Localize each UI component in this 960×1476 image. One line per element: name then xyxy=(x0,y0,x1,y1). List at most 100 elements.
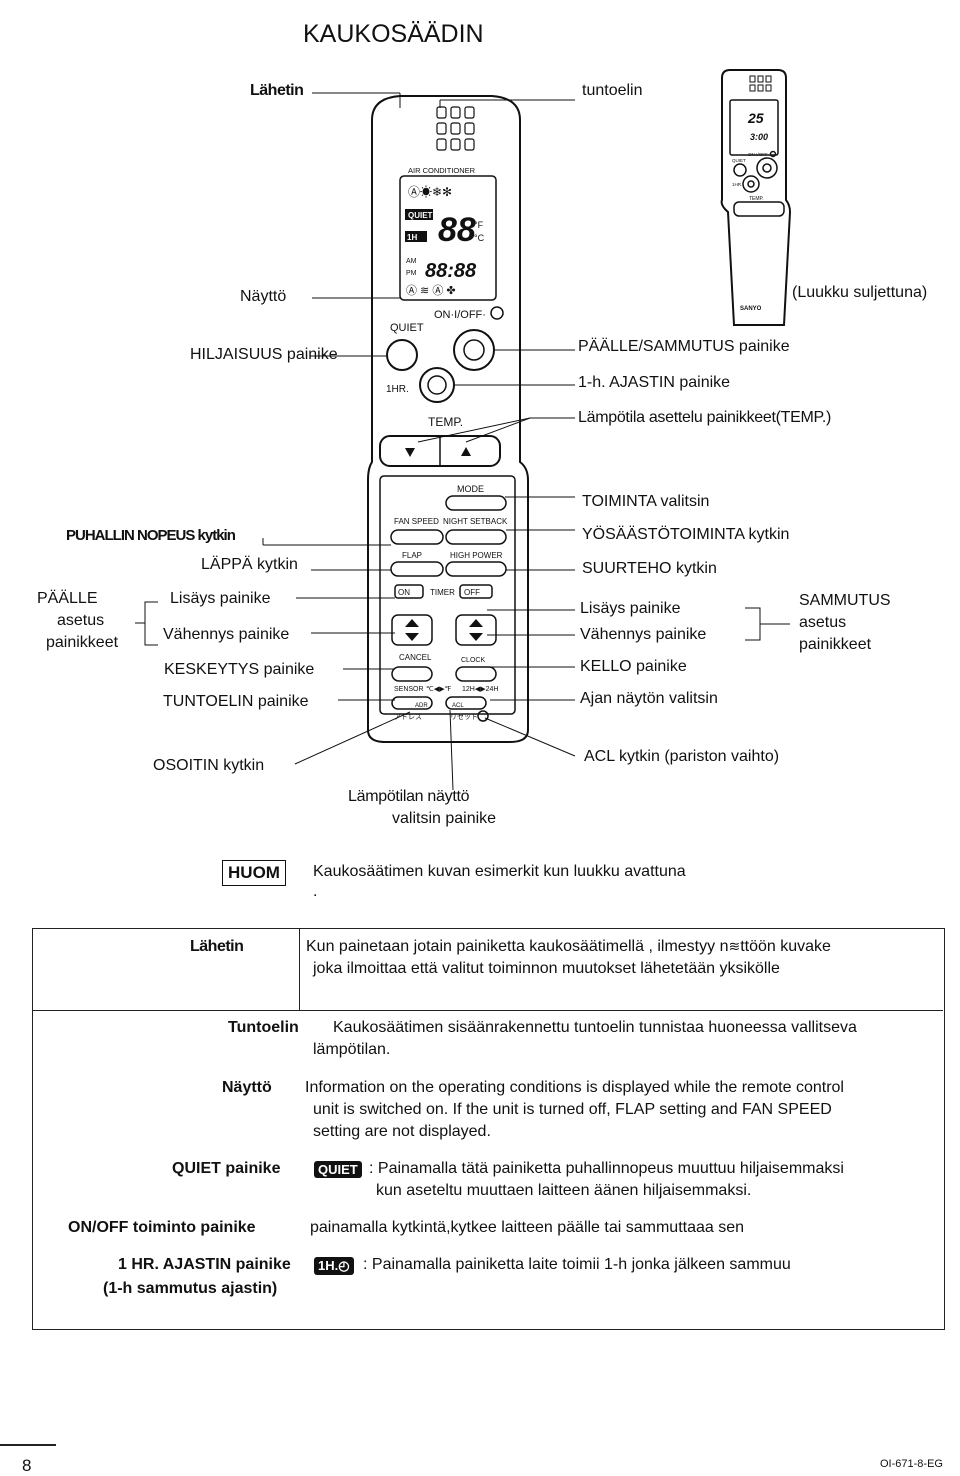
remote-timer: TIMER xyxy=(430,588,455,597)
label-off-group-1: SAMMUTUS xyxy=(799,592,891,609)
def-desc-sensor-2: lämpötilan. xyxy=(313,1041,391,1058)
lcd-quiet: QUIET xyxy=(408,211,433,220)
definitions-divider xyxy=(32,1010,943,1011)
def-desc-transmitter-2: joka ilmoittaa että valitut toiminnon mu… xyxy=(313,960,780,977)
def-desc-display-3: setting are not displayed. xyxy=(313,1123,491,1140)
remote-fan-speed: FAN SPEED xyxy=(394,517,439,526)
timer-badge-icon: 1H.◴ xyxy=(314,1257,354,1275)
quiet-badge-icon: QUIET xyxy=(314,1161,362,1178)
remote-quiet: QUIET xyxy=(390,322,424,334)
remote-clock: CLOCK xyxy=(461,657,485,664)
definitions-table xyxy=(32,928,945,1330)
label-on-group-1: PÄÄLLE xyxy=(37,590,98,607)
remote-diagram: QUIET 1H Ⓐ☀❄✻ 88 °F °C AM PM 88:88 Ⓐ ≋ Ⓐ… xyxy=(135,69,792,791)
small-quiet: QUIET xyxy=(732,158,746,163)
label-off-group-2: asetus xyxy=(799,614,847,631)
def-term-sensor: Tuntoelin xyxy=(228,1019,299,1036)
lcd-fan-icons: Ⓐ ≋ Ⓐ ✤ xyxy=(406,284,456,297)
remote-sensor: SENSOR xyxy=(394,686,424,693)
label-sub-left: Vähennys painike xyxy=(163,626,290,643)
remote-adr: ADR xyxy=(415,703,428,709)
label-temp-buttons: Lämpötila asettelu painikkeet(TEMP.) xyxy=(578,409,832,426)
small-temp: TEMP. xyxy=(749,196,764,202)
remote-night-setback: NIGHT SETBACK xyxy=(443,517,508,526)
def-term-1hr: 1 HR. AJASTIN painike xyxy=(118,1256,291,1273)
def-desc-1hr: : Painamalla painiketta laite toimii 1-h… xyxy=(363,1256,791,1273)
lcd-clock-digits: 88:88 xyxy=(425,260,477,282)
footer-rule xyxy=(0,1444,56,1446)
label-sub-right: Vähennys painike xyxy=(580,626,707,643)
signal-icon: ≋ xyxy=(728,938,741,954)
def-desc-sensor-1: Kaukosäätimen sisäänrakennettu tuntoelin… xyxy=(333,1019,857,1036)
label-closed-lid: (Luukku suljettuna) xyxy=(792,284,928,301)
label-sensor: tuntoelin xyxy=(582,82,643,99)
definitions-col-line xyxy=(299,928,300,1010)
label-fan-speed: PUHALLIN NOPEUS kytkin xyxy=(66,527,236,544)
def-desc-transmitter-1: Kun painetaan jotain painiketta kaukosää… xyxy=(306,938,831,955)
label-high-power: SUURTEHO kytkin xyxy=(582,560,717,577)
remote-high-power: HIGH POWER xyxy=(450,551,503,560)
brand-logo: SANYO xyxy=(740,306,762,312)
label-cancel: KESKEYTYS painike xyxy=(164,661,315,678)
small-onoff: ON·I/OFF· xyxy=(748,152,769,157)
remote-on: ON xyxy=(398,588,410,597)
label-flap: LÄPPÄ kytkin xyxy=(201,556,298,573)
remote-onoff: ON·I/OFF· xyxy=(434,309,486,321)
def-desc-display-2: unit is switched on. If the unit is turn… xyxy=(313,1101,832,1118)
remote-acl: ACL xyxy=(452,703,464,709)
label-acl: ACL kytkin (pariston vaihto) xyxy=(584,748,780,765)
lcd-temp-digits: 88 xyxy=(438,211,476,249)
remote-flap: FLAP xyxy=(402,551,422,560)
page-number: 8 xyxy=(22,1456,32,1475)
def-term-1hr-2: (1-h sammutus ajastin) xyxy=(103,1280,278,1297)
def-desc-display-1: Information on the operating conditions … xyxy=(305,1079,844,1096)
def-desc-quiet-1: : Painamalla tätä painiketta puhallinnop… xyxy=(369,1160,844,1177)
label-night-setback: YÖSÄÄSTÖTOIMINTA kytkin xyxy=(582,526,790,543)
label-quiet-button: HILJAISUUS painike xyxy=(190,346,338,363)
def-term-onoff: ON/OFF toiminto painike xyxy=(68,1219,256,1236)
remote-mode: MODE xyxy=(457,484,484,494)
note-dot: . xyxy=(313,883,318,900)
label-mode-select: TOIMINTA valitsin xyxy=(582,493,710,510)
remote-air-conditioner: AIR CONDITIONER xyxy=(408,166,476,175)
label-on-group-3: painikkeet xyxy=(46,634,119,651)
def-term-transmitter: Lähetin xyxy=(190,938,244,955)
label-time-display: Ajan näytön valitsin xyxy=(580,690,718,707)
small-1hr: 1HR. xyxy=(732,182,742,187)
label-timer-1h: 1-h. AJASTIN painike xyxy=(578,374,731,391)
def-term-display: Näyttö xyxy=(222,1079,272,1096)
label-on-group-2: asetus xyxy=(57,612,105,629)
label-onoff-button: PÄÄLLE/SAMMUTUS painike xyxy=(578,338,790,355)
label-add-right: Lisäys painike xyxy=(580,600,681,617)
remote-reset-jp: リセット xyxy=(450,713,478,721)
small-lcd-time: 3:00 xyxy=(750,132,768,142)
def-desc-quiet-2: kun aseteltu muuttaen laitteen äänen hil… xyxy=(376,1182,752,1199)
page-title: KAUKOSÄÄDIN xyxy=(303,20,484,48)
lcd-mode-icons: Ⓐ☀❄✻ xyxy=(408,185,452,199)
label-off-group-3: painikkeet xyxy=(799,636,872,653)
lcd-f: °F xyxy=(474,220,484,230)
lcd-c: °C xyxy=(474,233,485,243)
remote-1hr: 1HR. xyxy=(386,384,409,395)
remote-cancel: CANCEL xyxy=(399,653,432,662)
lcd-am: AM xyxy=(406,258,417,265)
label-add-left: Lisäys painike xyxy=(170,590,271,607)
lcd-pm: PM xyxy=(406,270,417,277)
label-transmitter: Lähetin xyxy=(250,82,304,99)
label-temp-display-2: valitsin painike xyxy=(392,810,497,827)
label-temp-display-1: Lämpötilan näyttö xyxy=(348,788,470,805)
def-desc-onoff: painamalla kytkintä,kytkee laitteen pääl… xyxy=(310,1219,745,1236)
label-clock: KELLO painike xyxy=(580,658,687,675)
remote-off: OFF xyxy=(464,588,480,597)
small-lcd-temp: 25 xyxy=(747,110,764,126)
lcd-1h: 1H xyxy=(407,233,417,242)
def-term-quiet: QUIET painike xyxy=(172,1160,281,1177)
label-address: OSOITIN kytkin xyxy=(153,757,265,774)
note-text: Kaukosäätimen kuvan esimerkit kun luukku… xyxy=(313,863,686,880)
document-code: OI-671-8-EG xyxy=(880,1458,943,1470)
note-label: HUOM xyxy=(222,860,286,886)
remote-12-24: 12H◀▶24H xyxy=(462,686,498,693)
remote-temp: TEMP. xyxy=(428,415,463,429)
remote-c-f: ℃◀▶℉ xyxy=(426,686,452,693)
label-display: Näyttö xyxy=(240,288,287,305)
